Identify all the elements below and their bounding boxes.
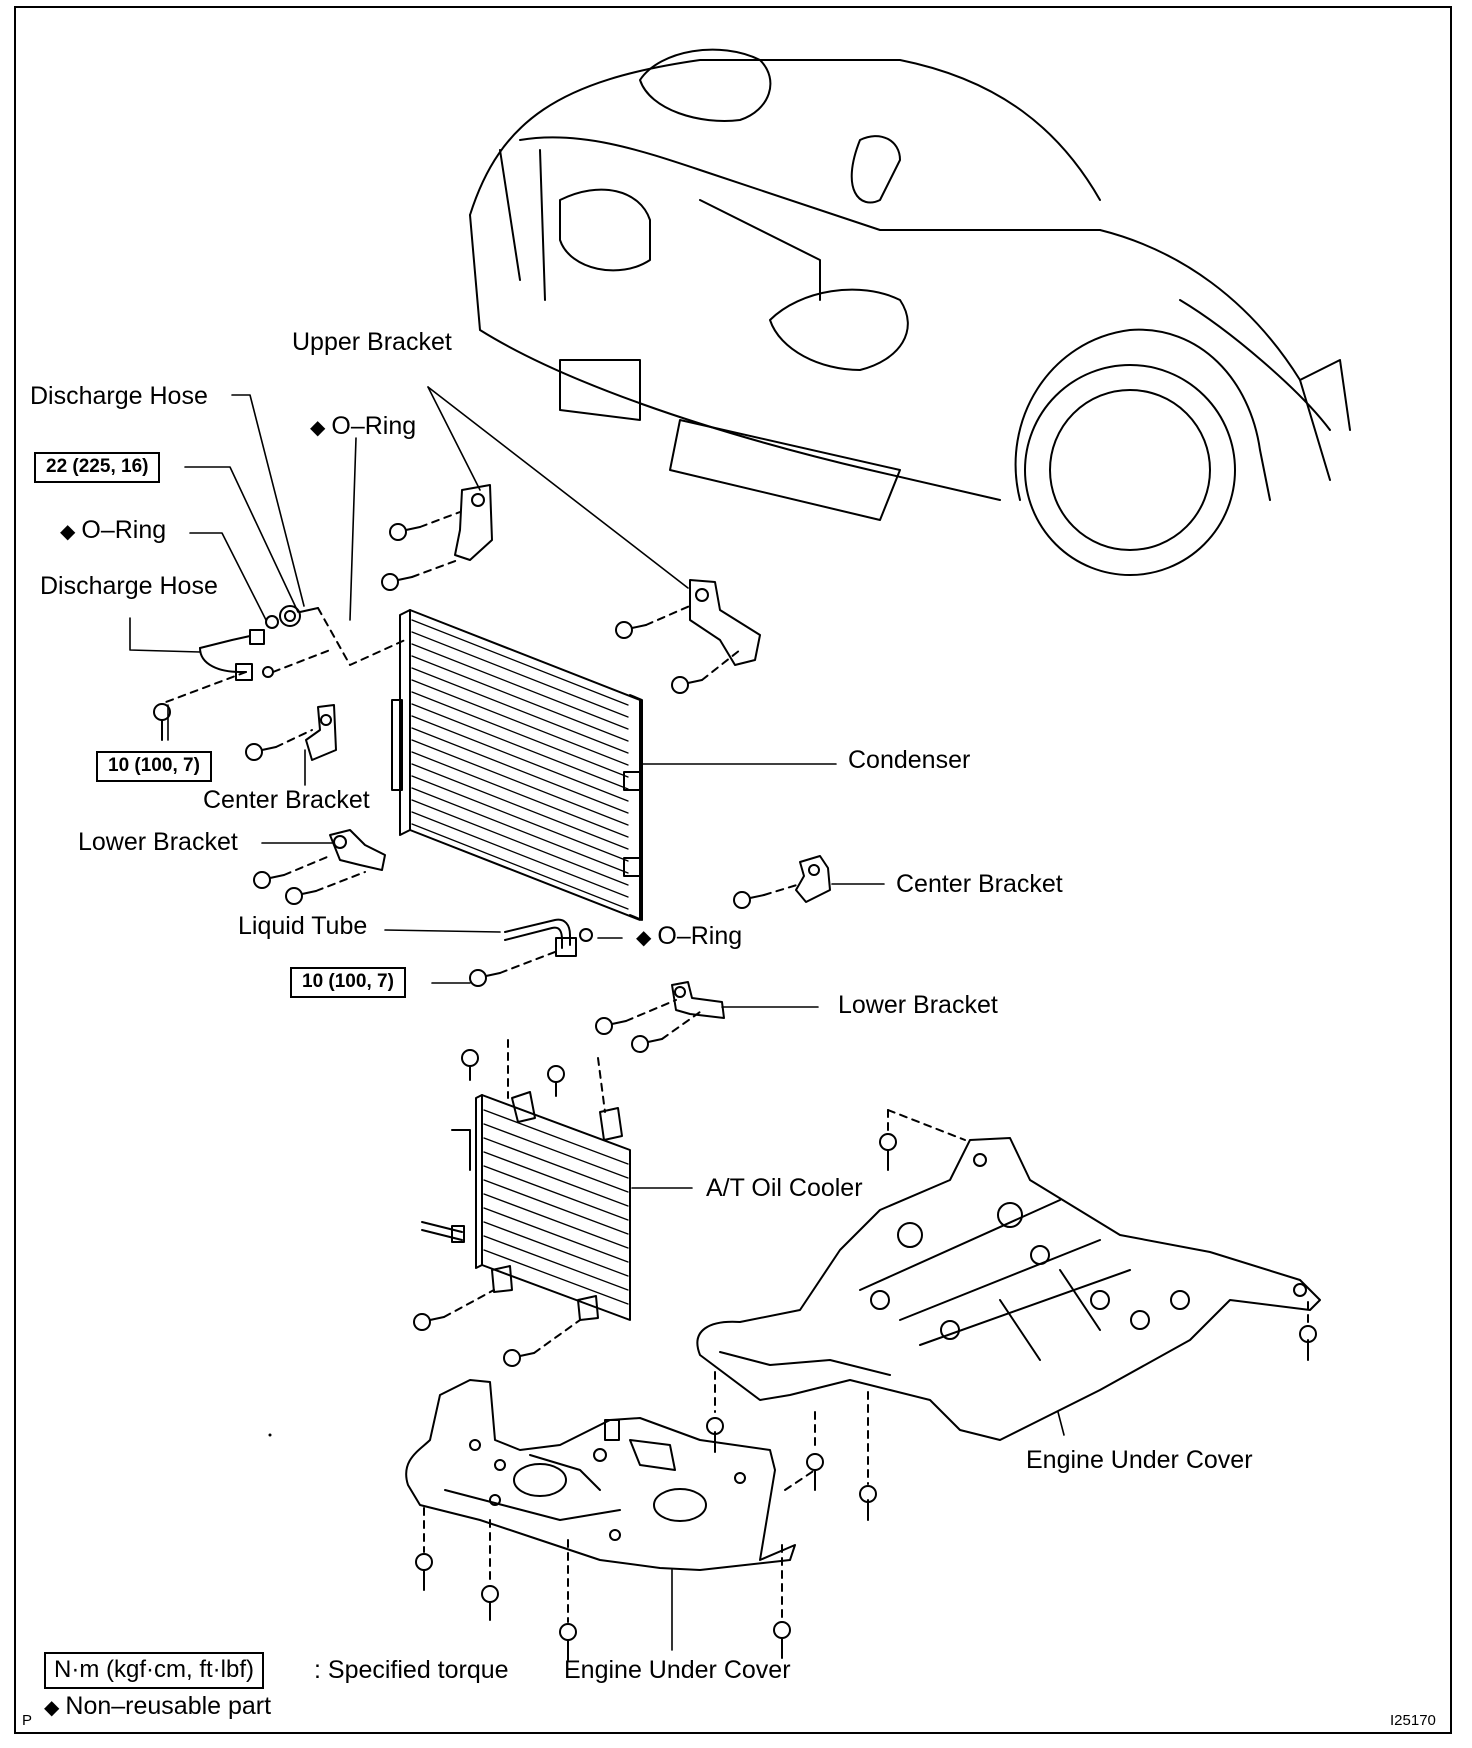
corner-letter: P [22,1712,33,1729]
label-lower-bracket-right: Lower Bracket [838,991,998,1019]
diagram-frame [14,6,1452,1734]
lower-bracket-left-drawing [253,829,386,905]
cover-bolts-right [706,1133,1317,1521]
condenser-drawing [399,609,643,921]
condenser-side-tank [391,699,643,877]
nonreusable-diamond-icon: ◆ [60,521,76,543]
label-o-ring-3: ◆O–Ring [636,922,743,950]
cooler-bolts-and-pipes [413,1049,565,1367]
condenser-fins [411,619,629,910]
lower-bracket-right-drawing [595,981,725,1053]
label-condenser: Condenser [848,746,971,774]
label-o-ring-2: ◆O–Ring [60,516,167,544]
discharge-hose-drawing [199,605,319,681]
upper-bracket-left [454,484,493,561]
at-oil-cooler-fins [483,1109,629,1305]
legend-specified-torque: : Specified torque [314,1656,509,1684]
label-center-bracket-right: Center Bracket [896,870,1063,898]
vehicle-front-drawing [469,48,1351,576]
engine-under-cover-bottom-drawing [405,1379,796,1571]
at-oil-cooler-drawing [475,1091,631,1321]
legend-torque-unit-box: N·m (kgf·cm, ft·lbf) [44,1652,264,1689]
label-upper-bracket: Upper Bracket [292,328,452,356]
bolt-set-upper [381,523,703,694]
torque-spec-box-2: 10 (100, 7) [96,751,212,782]
engine-under-cover-right-drawing [696,1137,1321,1441]
liquid-tube-drawing [469,918,593,987]
label-leaders [129,386,1065,1651]
torque-spec-box-1: 22 (225, 16) [34,452,161,483]
label-center-bracket-left: Center Bracket [203,786,370,814]
label-discharge-hose-top: Discharge Hose [30,382,208,410]
nonreusable-diamond-icon: ◆ [310,417,326,439]
torque-spec-box-3: 10 (100, 7) [290,967,406,998]
nonreusable-diamond-icon: ◆ [44,1697,60,1719]
cover-bolts-bottom [415,1553,791,1661]
label-discharge-hose: Discharge Hose [40,572,218,600]
center-bracket-left-drawing [153,703,337,761]
upper-bracket-right [689,579,761,666]
label-lower-bracket-left: Lower Bracket [78,828,238,856]
label-o-ring-1: ◆O–Ring [310,412,417,440]
dashed-leaders-hose [165,607,406,703]
nonreusable-diamond-icon: ◆ [636,927,652,949]
figure-id: I25170 [1390,1712,1436,1729]
label-engine-under-cover-right: Engine Under Cover [1026,1446,1253,1474]
dashed-leaders-upper [411,511,741,681]
label-at-oil-cooler: A/T Oil Cooler [706,1174,863,1202]
label-liquid-tube: Liquid Tube [238,912,368,940]
center-bracket-right-drawing [733,855,831,909]
legend-non-reusable: ◆Non–reusable part [44,1692,272,1720]
label-engine-under-cover-bottom: Engine Under Cover [564,1656,791,1684]
